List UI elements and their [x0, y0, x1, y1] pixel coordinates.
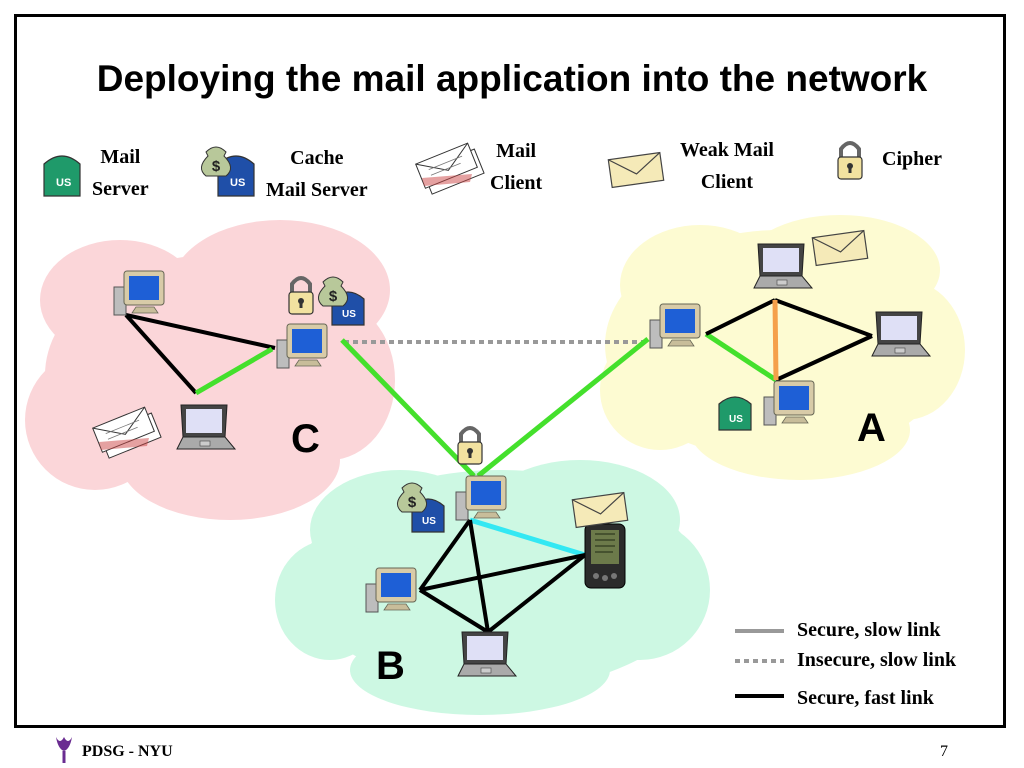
secure-fast-link	[705, 298, 776, 336]
cipher-icon	[836, 141, 864, 181]
cloud-c	[25, 220, 395, 520]
money-bag-icon	[200, 146, 232, 177]
green-link	[476, 337, 650, 478]
cyan-link	[469, 517, 586, 558]
links	[124, 298, 873, 634]
green-link	[194, 346, 274, 396]
torch-icon	[56, 737, 72, 763]
secure-fast-link-label: Secure, fast link	[797, 687, 934, 709]
svg-text:US: US	[230, 177, 245, 189]
secure-fast-link	[125, 313, 276, 350]
cipher-label: Cipher	[882, 148, 942, 170]
secure-fast-link	[419, 553, 586, 592]
region-label-b: B	[376, 644, 405, 688]
footer-text: PDSG - NYU	[82, 743, 173, 760]
secure-slow-link-label: Secure, slow link	[797, 619, 941, 641]
page-number: 7	[940, 743, 948, 760]
secure-fast-link	[124, 313, 198, 395]
svg-text:US: US	[342, 309, 356, 320]
mail-server-icon: US	[718, 396, 752, 431]
cipher-icon	[456, 426, 484, 466]
secure-fast-link	[775, 334, 873, 382]
mail-server-icon: US	[43, 155, 81, 197]
secure-fast-link	[774, 298, 873, 338]
region-label-a: A	[857, 406, 886, 450]
secure-fast-link	[418, 588, 490, 634]
slide-title: Deploying the mail application into the …	[96, 58, 928, 99]
green-link	[704, 331, 778, 383]
weak-mail-client-icon	[607, 151, 665, 189]
svg-text:US: US	[729, 414, 743, 425]
svg-text:US: US	[56, 177, 71, 189]
insecure-slow-link-label: Insecure, slow link	[797, 649, 957, 671]
svg-text:US: US	[422, 516, 436, 527]
secure-fast-link	[486, 553, 587, 634]
mail-client-icon	[415, 142, 485, 195]
green-link	[340, 338, 476, 478]
pda-icon	[584, 523, 626, 589]
region-label-c: C	[291, 417, 320, 461]
secure-fast-link	[418, 518, 472, 592]
orange-link	[772, 299, 779, 381]
